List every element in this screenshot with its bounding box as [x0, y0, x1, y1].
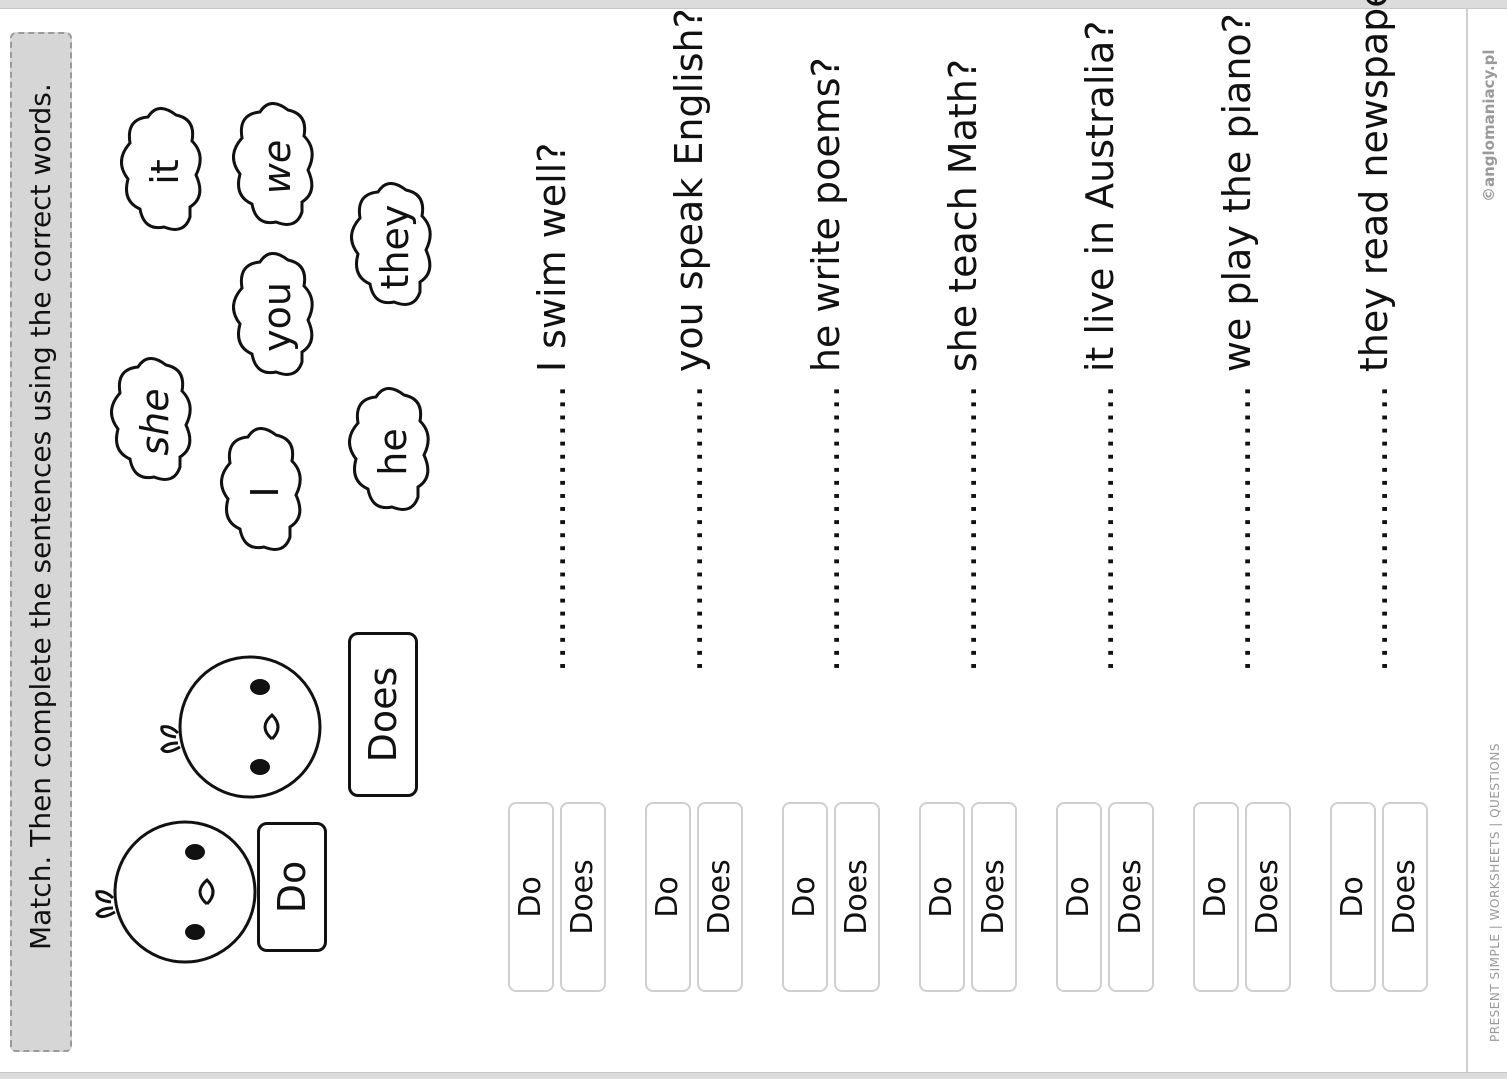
answer-blank[interactable]: ...................... [1352, 384, 1396, 672]
do-sign: Do [257, 822, 327, 952]
pronoun-it: it [143, 159, 187, 185]
sentence-text: ...................... I swim well? [530, 143, 574, 672]
page-edge-divider [1466, 9, 1468, 1072]
option-do-box[interactable]: Do [508, 802, 554, 992]
option-do-box[interactable]: Do [1193, 802, 1239, 992]
sentence-text: ...................... you speak English… [667, 8, 711, 672]
option-does-box[interactable]: Does [1108, 802, 1154, 992]
sentence-body: she teach Math? [941, 58, 985, 373]
answer-blank[interactable]: ...................... [1078, 384, 1122, 672]
answer-blank[interactable]: ...................... [530, 384, 574, 672]
sentence-row-7: Do Does ...................... they read… [1330, 0, 1428, 992]
sentence-text: ...................... it live in Austra… [1078, 21, 1122, 672]
pronoun-cloud-he: he [348, 387, 438, 517]
does-sign: Does [348, 632, 418, 797]
pronoun-they: they [373, 204, 417, 290]
sentence-body: you speak English? [667, 8, 711, 373]
instruction-banner: Match. Then complete the sentences using… [10, 32, 72, 1052]
sentence-text: ...................... they read newspap… [1352, 0, 1396, 672]
answer-options: Do Does [782, 802, 882, 992]
sentence-body: he write poems? [804, 57, 848, 373]
pronoun-cloud-they: they [350, 182, 440, 312]
bird-does-illustration: Does [160, 632, 430, 807]
option-does-box[interactable]: Does [834, 802, 880, 992]
pronoun-i: I [243, 486, 287, 498]
option-does-box[interactable]: Does [1382, 802, 1428, 992]
sentence-row-3: Do Does ...................... he write … [782, 52, 880, 992]
option-does-box[interactable]: Does [560, 802, 606, 992]
option-does-box[interactable]: Does [971, 802, 1017, 992]
sentence-body: I swim well? [530, 142, 574, 373]
copyright-text: ©angloma­niacy.pl [1480, 49, 1498, 202]
answer-options: Do Does [919, 802, 1019, 992]
sentence-body: they read newspapers? [1352, 0, 1396, 373]
pronoun-cloud-i: I [220, 427, 310, 557]
pronoun-he: he [371, 428, 415, 476]
answer-options: Do Does [645, 802, 745, 992]
answer-options: Do Does [508, 802, 608, 992]
pronoun-we: we [255, 139, 299, 195]
sentence-body: we play the piano? [1215, 13, 1259, 373]
sentence-row-5: Do Does ...................... it live i… [1056, 21, 1154, 992]
pronoun-cloud-it: it [120, 107, 210, 237]
answer-blank[interactable]: ...................... [941, 384, 985, 672]
footer-category-text: PRESENT SIMPLE | WORKSHEETS | QUESTIONS [1488, 743, 1502, 1042]
pronoun-cloud-you: you [232, 252, 322, 382]
sentence-row-4: Do Does ...................... she teach… [919, 52, 1017, 992]
sentence-text: ...................... he write poems? [804, 57, 848, 672]
option-does-box[interactable]: Does [1245, 802, 1291, 992]
answer-blank[interactable]: ...................... [804, 384, 848, 672]
sentence-text: ...................... she teach Math? [941, 59, 985, 672]
answer-options: Do Does [1056, 802, 1156, 992]
answer-options: Do Does [1193, 802, 1293, 992]
option-do-box[interactable]: Do [645, 802, 691, 992]
sentence-row-1: Do Does ...................... I swim we… [508, 52, 606, 992]
answer-options: Do Does [1330, 802, 1430, 992]
sentence-row-6: Do Does ...................... we play t… [1193, 13, 1291, 992]
pronoun-she: she [133, 388, 177, 456]
option-do-box[interactable]: Do [1330, 802, 1376, 992]
pronoun-cloud-we: we [232, 102, 322, 232]
option-does-box[interactable]: Does [697, 802, 743, 992]
answer-blank[interactable]: ...................... [1215, 384, 1259, 672]
sentence-body: it live in Australia? [1078, 20, 1122, 373]
option-do-box[interactable]: Do [919, 802, 965, 992]
answer-blank[interactable]: ...................... [667, 384, 711, 672]
bird-do-illustration: Do [95, 802, 345, 972]
sentence-text: ...................... we play the piano… [1215, 13, 1259, 672]
option-do-box[interactable]: Do [782, 802, 828, 992]
pronoun-you: you [255, 282, 299, 352]
pronoun-cloud-she: she [110, 357, 200, 487]
sentence-row-2: Do Does ...................... you speak… [645, 8, 743, 992]
option-do-box[interactable]: Do [1056, 802, 1102, 992]
